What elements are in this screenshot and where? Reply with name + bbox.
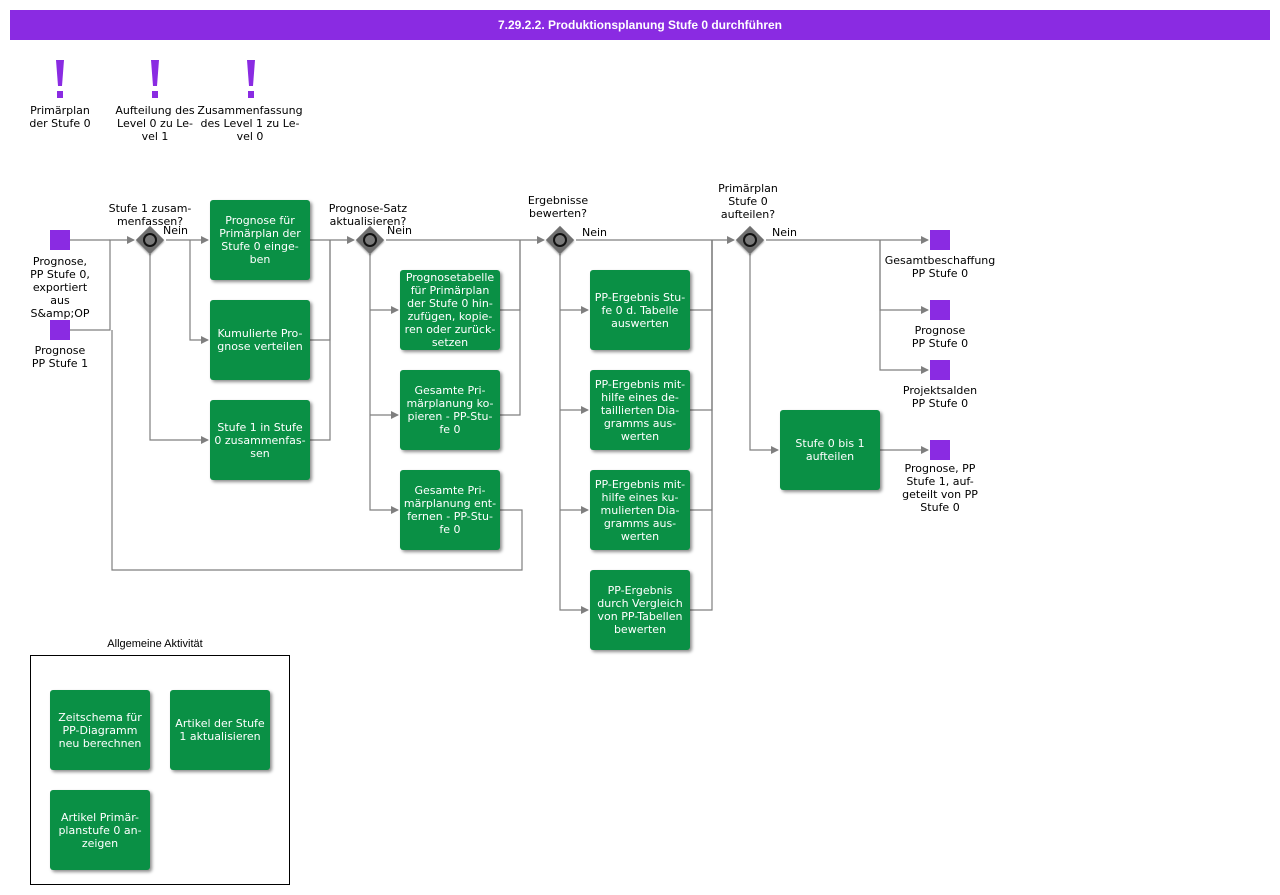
gateway-marker-icon	[363, 233, 377, 247]
activity[interactable]: Gesamte Pri- märplanung ent- fernen - PP…	[400, 470, 500, 550]
gateway-no-label: Nein	[582, 226, 608, 239]
note-label: Zusammenfassung des Level 1 zu Le- vel 0	[197, 104, 303, 143]
gateway-question: Ergebnisse bewerten?	[527, 194, 589, 220]
output-label: Projektsalden PP Stufe 0	[902, 384, 978, 410]
output-label: Prognose PP Stufe 0	[911, 324, 969, 350]
exclamation-icon	[151, 60, 159, 98]
activity[interactable]: PP-Ergebnis Stu- fe 0 d. Tabelle auswert…	[590, 270, 690, 350]
gateway-question: Prognose-Satz aktualisieren?	[328, 202, 408, 228]
exclamation-icon	[56, 60, 64, 98]
output-object[interactable]	[930, 300, 950, 320]
gateway-question: Stufe 1 zusam- menfassen?	[108, 202, 192, 228]
legend-box	[30, 655, 290, 885]
output-label: Gesamtbeschaffung PP Stufe 0	[884, 254, 996, 280]
input-object[interactable]	[50, 320, 70, 340]
gateway-no-label: Nein	[387, 224, 413, 237]
gateway-marker-icon	[743, 233, 757, 247]
activity[interactable]: Stufe 0 bis 1 aufteilen	[780, 410, 880, 490]
gateway-marker-icon	[143, 233, 157, 247]
note-label: Aufteilung des Level 0 zu Le- vel 1	[115, 104, 195, 143]
legend-activity[interactable]: Zeitschema für PP-Diagramm neu berechnen	[50, 690, 150, 770]
activity[interactable]: Stufe 1 in Stufe 0 zusammenfas- sen	[210, 400, 310, 480]
activity[interactable]: Gesamte Pri- märplanung ko- pieren - PP-…	[400, 370, 500, 450]
exclamation-icon	[247, 60, 255, 98]
output-object[interactable]	[930, 230, 950, 250]
gateway-no-label: Nein	[163, 224, 189, 237]
output-object[interactable]	[930, 360, 950, 380]
legend-activity[interactable]: Artikel der Stufe 1 aktualisieren	[170, 690, 270, 770]
activity[interactable]: PP-Ergebnis durch Vergleich von PP-Tabel…	[590, 570, 690, 650]
activity[interactable]: Prognose für Primärplan der Stufe 0 eing…	[210, 200, 310, 280]
input-object[interactable]	[50, 230, 70, 250]
gateway-marker-icon	[553, 233, 567, 247]
input-label: Prognose PP Stufe 1	[31, 344, 89, 370]
gateway-question: Primärplan Stufe 0 aufteilen?	[718, 182, 778, 221]
legend-activity[interactable]: Artikel Primär- planstufe 0 an- zeigen	[50, 790, 150, 870]
legend-title: Allgemeine Aktivität	[107, 638, 203, 650]
input-label: Prognose, PP Stufe 0, exportiert aus S&a…	[30, 255, 90, 320]
activity[interactable]: Prognosetabelle für Primärplan der Stufe…	[400, 270, 500, 350]
activity[interactable]: PP-Ergebnis mit- hilfe eines de- taillie…	[590, 370, 690, 450]
gateway-no-label: Nein	[772, 226, 798, 239]
output-object[interactable]	[930, 440, 950, 460]
page-title: 7.29.2.2. Produktionsplanung Stufe 0 dur…	[10, 10, 1270, 40]
activity[interactable]: PP-Ergebnis mit- hilfe eines ku- muliert…	[590, 470, 690, 550]
activity[interactable]: Kumulierte Pro- gnose verteilen	[210, 300, 310, 380]
note-label: Primärplan der Stufe 0	[29, 104, 91, 130]
output-label: Prognose, PP Stufe 1, auf- geteilt von P…	[902, 462, 978, 514]
